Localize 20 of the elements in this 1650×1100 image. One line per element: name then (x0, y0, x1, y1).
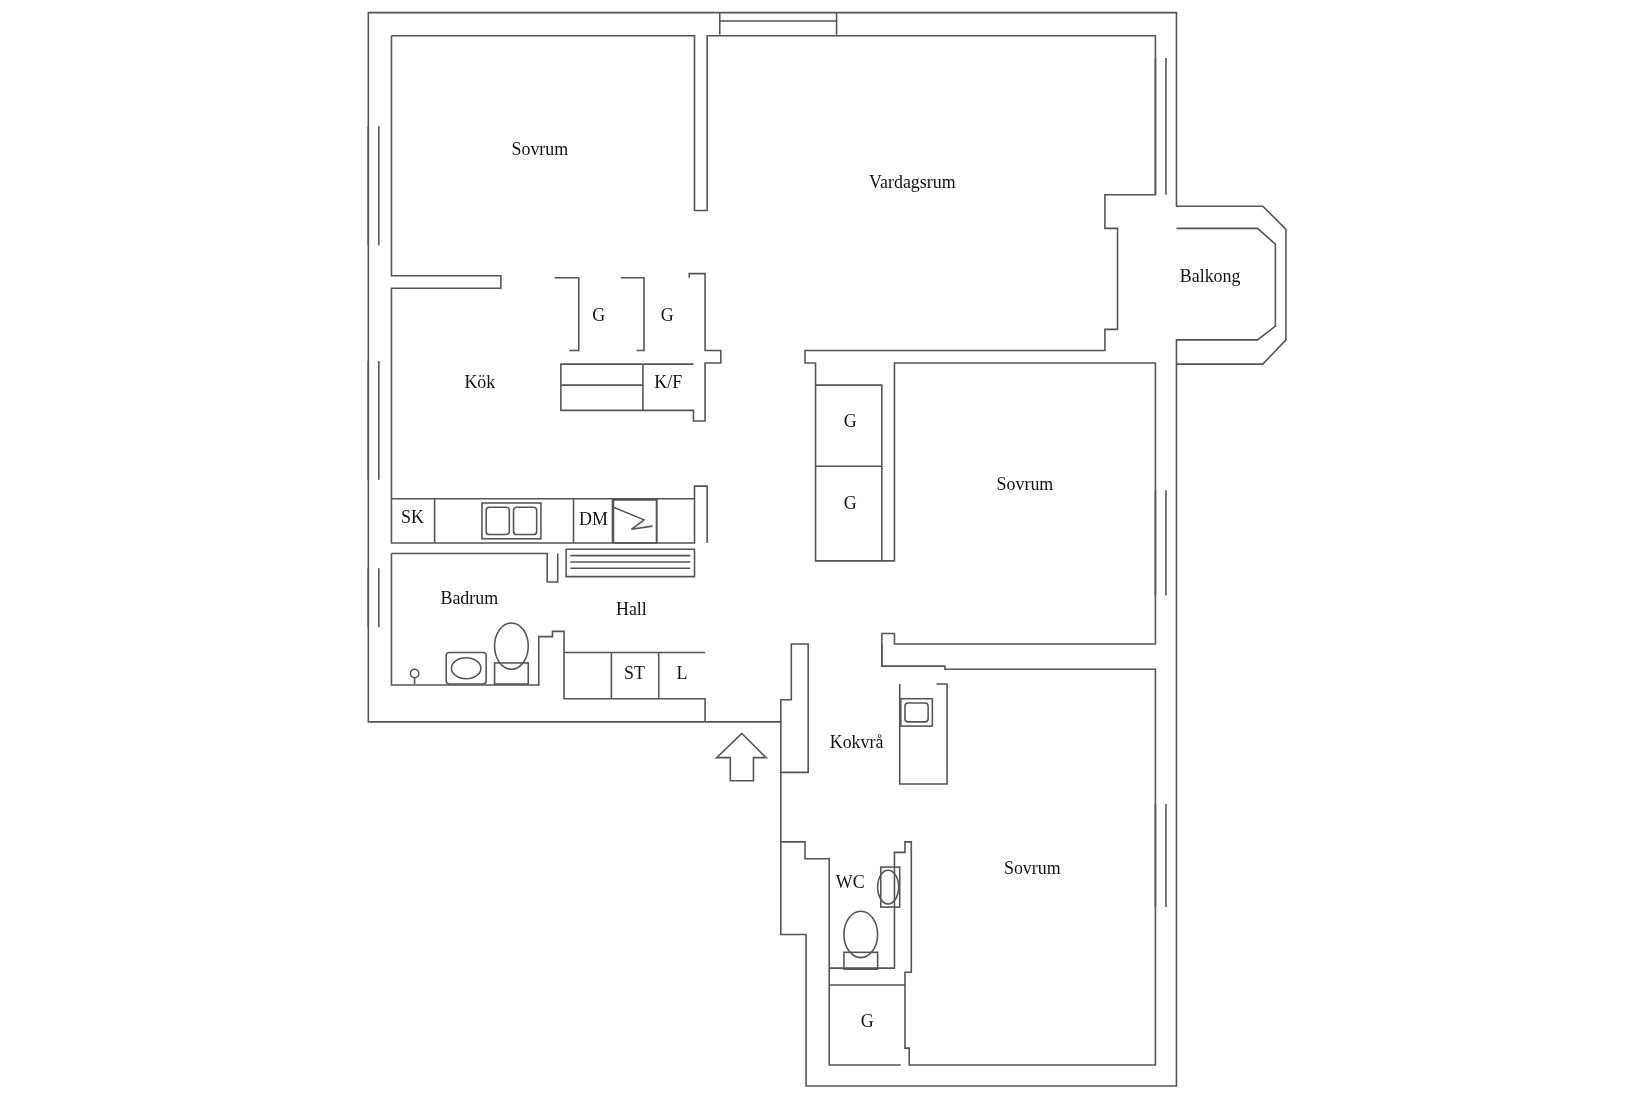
fixture-label: SK (401, 507, 424, 529)
fixture-label: DM (579, 509, 608, 531)
room-label: Balkong (1179, 266, 1241, 288)
room-label: Sovrum (511, 138, 569, 160)
storage-label: G (592, 305, 606, 327)
room-label: Vardagsrum (869, 172, 956, 194)
fridge-label: K/F (654, 372, 683, 394)
room-label: Kök (464, 372, 496, 394)
storage-label: G (860, 1011, 874, 1033)
room-label: Sovrum (996, 474, 1054, 496)
room-label: Sovrum (1004, 858, 1061, 880)
room-label: Hall (615, 598, 647, 620)
storage-label: G (660, 305, 674, 327)
room-label: Badrum (440, 588, 499, 610)
fixture-label: ST (624, 662, 645, 684)
room-label: WC (835, 872, 865, 894)
fixture-label: L (676, 662, 688, 684)
storage-label: G (843, 411, 857, 433)
storage-label: G (843, 493, 857, 515)
room-label: Kokvrå (829, 732, 884, 754)
